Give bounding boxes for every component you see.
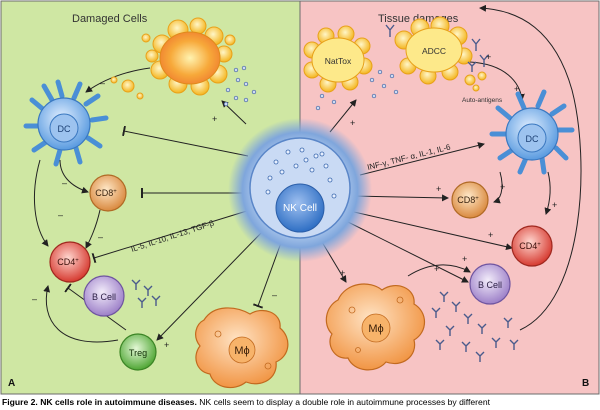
- sign-plus-nk-damaged: +: [212, 114, 217, 124]
- nattox-cell: NatTox: [303, 25, 373, 93]
- nk-to-treg-arrow: [156, 231, 263, 341]
- damaged-cell-left: [110, 17, 236, 100]
- macrophage-right: Mϕ: [325, 283, 426, 371]
- auto-antigen-particles: [464, 71, 487, 92]
- dc-to-cd8-right: [493, 171, 503, 204]
- dc-to-cd4-right: [544, 171, 552, 215]
- cd4-cell-left: CD4+: [49, 241, 91, 283]
- b-cell-right: B Cell: [469, 263, 511, 305]
- bcell-right-label: B Cell: [478, 280, 502, 290]
- macrophage-to-bcell-arrow: [407, 264, 471, 277]
- nk-cell-granules: [265, 147, 337, 199]
- treg-cell: Treg: [119, 333, 157, 371]
- cd8-cell-left: CD8+: [89, 174, 127, 212]
- adcc-cell: ADCC: [394, 16, 487, 92]
- sign-plus-treg: +: [164, 340, 169, 350]
- macrophage-left: Mϕ: [195, 307, 289, 389]
- panel-letter-a: A: [8, 378, 15, 389]
- sign-plus-nk-mphi: +: [340, 268, 345, 278]
- sign-minus-mphi-left: –: [272, 290, 277, 300]
- figure-caption: Figure 2. NK cells role in autoimmune di…: [2, 396, 600, 410]
- sign-minus-dc-cd8: –: [62, 178, 67, 188]
- b-cell-left: B Cell: [83, 275, 125, 317]
- left-panel-title: Damaged Cells: [72, 13, 148, 25]
- interaction-signs: – + – – – – + – + + + + + + + + + +: [32, 52, 557, 350]
- sign-plus-nk-cd4: +: [488, 230, 493, 240]
- sign-plus-dc-cd4: +: [552, 200, 557, 210]
- antibodies-top: [385, 24, 489, 72]
- nk-to-tissue-damage-arrow: [329, 99, 357, 133]
- nk-cell: NK Cell: [228, 118, 372, 262]
- cd8-to-cd4-left: [85, 209, 101, 249]
- nk-cell-label: NK Cell: [283, 203, 317, 214]
- cd8-left-label: CD8+: [95, 188, 117, 198]
- adcc-label: ADCC: [422, 46, 446, 56]
- antibodies-left: [131, 279, 161, 308]
- figure-canvas: Damaged Cells Tissue damages A B: [0, 0, 600, 395]
- bcell-left-label: B Cell: [92, 292, 116, 302]
- granules-right: [315, 69, 399, 111]
- treg-label: Treg: [129, 348, 147, 358]
- cd8-right-label: CD8+: [457, 195, 479, 205]
- feedback-loop-arrow: [479, 4, 582, 331]
- panel-letter-b: B: [582, 378, 589, 389]
- nk-inhibits-cd4-left: [91, 209, 251, 264]
- cd4-cell-right: CD4+: [511, 225, 553, 267]
- cd4-left-label: CD4+: [57, 257, 79, 267]
- sign-plus-top: +: [486, 52, 491, 62]
- sign-minus-dc-cd4: –: [58, 210, 63, 220]
- treg-to-cd4-arrow: [43, 285, 119, 343]
- cd4-right-label: CD4+: [519, 241, 541, 251]
- sign-plus-mphi-bcell: +: [434, 264, 439, 274]
- sign-plus-nk-tissue: +: [350, 118, 355, 128]
- dc-to-cd8-left: [59, 159, 89, 194]
- nk-to-dc-right: [359, 142, 485, 176]
- sign-plus-dc-cd8: +: [500, 182, 505, 192]
- nk-to-cd4-right: [353, 211, 513, 251]
- sign-plus-damage-dc: +: [514, 84, 519, 94]
- cd8-cell-right: CD8+: [451, 181, 489, 219]
- nk-to-bcell-right: [347, 221, 469, 283]
- dendritic-cell-right: DC: [489, 89, 575, 175]
- auto-antigens-label: Auto-antigens: [462, 97, 503, 104]
- dendritic-cell-left: DC: [23, 79, 109, 167]
- caption-text: NK cells seem to display a double role i…: [196, 397, 490, 407]
- dc-to-cd4-left: [33, 159, 49, 247]
- dc-left-label: DC: [58, 124, 71, 134]
- macrophage-left-label: Mϕ: [234, 345, 249, 357]
- granules-left: [223, 65, 257, 107]
- macrophage-right-label: Mϕ: [368, 323, 383, 335]
- sign-minus-damaged-dc: –: [100, 78, 105, 88]
- nattox-label: NatTox: [325, 56, 352, 66]
- caption-title: Figure 2. NK cells role in autoimmune di…: [2, 397, 197, 407]
- sign-plus-nk-bcell: +: [462, 254, 467, 264]
- antibodies-right: [431, 291, 519, 362]
- sign-minus-cd8-cd4: –: [98, 232, 103, 242]
- sign-minus-treg: –: [32, 294, 37, 304]
- nk-cell-nucleus: [275, 183, 325, 233]
- nk-inhibits-dc-left: [122, 125, 249, 157]
- sign-plus-nk-cd8: +: [436, 184, 441, 194]
- dc-right-label: DC: [526, 134, 539, 144]
